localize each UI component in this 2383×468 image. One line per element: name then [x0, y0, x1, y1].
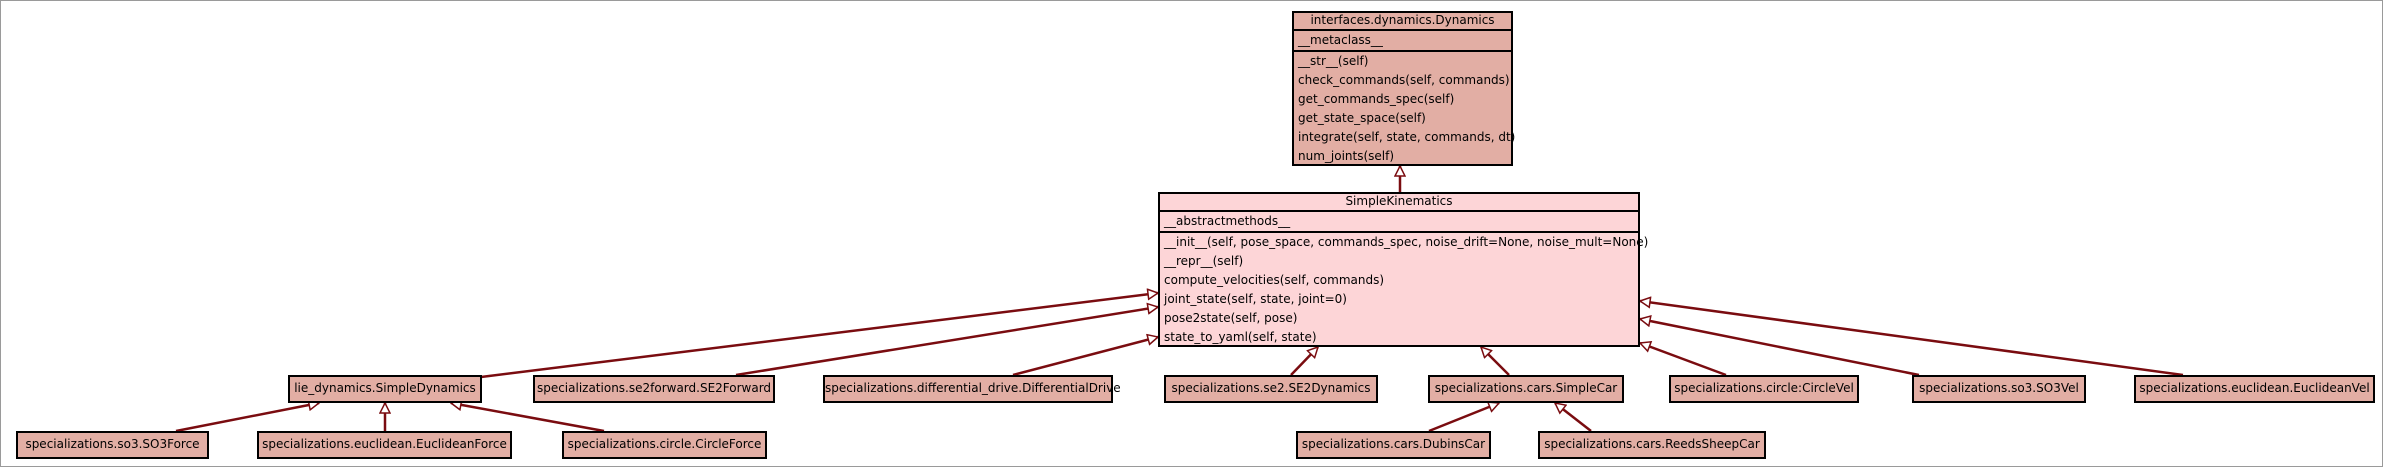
edge-se2dyn-sk — [1290, 347, 1318, 376]
edge-se2forward-sk — [735, 307, 1158, 377]
edge-simplecar-sk — [1481, 347, 1510, 376]
edge-diffdrive-sk — [1012, 337, 1158, 377]
method-num-joints: num_joints(self) — [1298, 149, 1395, 163]
class-euclidean-vel[interactable]: specializations.euclidean.EuclideanVel — [2134, 375, 2375, 403]
attribute-abstractmethods: __abstractmethods__ — [1164, 214, 1291, 228]
class-reeds-shepp-car[interactable]: specializations.cars.ReedsSheepCar — [1538, 431, 1766, 459]
method-get-commands-spec: get_commands_spec(self) — [1298, 92, 1455, 106]
method-pose2state: pose2state(self, pose) — [1164, 311, 1298, 325]
class-differential-drive[interactable]: specializations.differential_drive.Diffe… — [823, 375, 1121, 403]
class-circle-force[interactable]: specializations.circle.CircleForce — [562, 431, 767, 459]
class-lie-simple-dynamics[interactable]: lie_dynamics.SimpleDynamics — [288, 375, 482, 403]
class-simple-kinematics-attributes: __abstractmethods__ — [1160, 212, 1638, 233]
method-state-to-yaml: state_to_yaml(self, state) — [1164, 330, 1317, 344]
class-simple-kinematics-methods: __init__(self, pose_space, commands_spec… — [1160, 233, 1649, 347]
attribute-metaclass: __metaclass__ — [1298, 33, 1383, 47]
edge-euclideanvel-sk — [1640, 301, 2184, 377]
class-dynamics-title: interfaces.dynamics.Dynamics — [1294, 13, 1511, 31]
method-str: __str__(self) — [1298, 54, 1369, 68]
method-check-commands: check_commands(self, commands) — [1298, 73, 1510, 87]
class-simple-kinematics[interactable]: SimpleKinematics __abstractmethods__ __i… — [1158, 192, 1649, 347]
edge-reedsshepp-simplecar — [1555, 403, 1592, 432]
method-integrate: integrate(self, state, commands, dt) — [1298, 130, 1516, 144]
method-repr: __repr__(self) — [1164, 254, 1244, 268]
class-dynamics-methods: __str__(self) check_commands(self, comma… — [1294, 52, 1516, 166]
class-se2-dynamics[interactable]: specializations.se2.SE2Dynamics — [1164, 375, 1378, 403]
edge-dubins-simplecar — [1428, 403, 1499, 433]
method-init: __init__(self, pose_space, commands_spec… — [1164, 235, 1649, 249]
edge-liedyn-sk — [480, 293, 1158, 379]
class-se2forward[interactable]: specializations.se2forward.SE2Forward — [533, 375, 775, 403]
class-dubins-car[interactable]: specializations.cars.DubinsCar — [1296, 431, 1491, 459]
class-simple-kinematics-title: SimpleKinematics — [1160, 194, 1638, 212]
edge-circlevel-sk — [1640, 343, 1727, 377]
edge-so3vel-sk — [1640, 319, 1920, 377]
class-dynamics-attributes: __metaclass__ — [1294, 31, 1511, 52]
edge-circleforce-liedyn — [451, 403, 605, 433]
edge-so3force-liedyn — [175, 403, 319, 433]
method-compute-velocities: compute_velocities(self, commands) — [1164, 273, 1385, 287]
class-dynamics[interactable]: interfaces.dynamics.Dynamics __metaclass… — [1292, 11, 1516, 166]
method-get-state-space: get_state_space(self) — [1298, 111, 1426, 125]
class-so3-force[interactable]: specializations.so3.SO3Force — [16, 431, 209, 459]
class-euclidean-force[interactable]: specializations.euclidean.EuclideanForce — [257, 431, 512, 459]
class-so3-vel[interactable]: specializations.so3.SO3Vel — [1912, 375, 2086, 403]
class-simple-car[interactable]: specializations.cars.SimpleCar — [1428, 375, 1624, 403]
class-circle-vel[interactable]: specializations.circle:CircleVel — [1669, 375, 1859, 403]
method-joint-state: joint_state(self, state, joint=0) — [1164, 292, 1347, 306]
